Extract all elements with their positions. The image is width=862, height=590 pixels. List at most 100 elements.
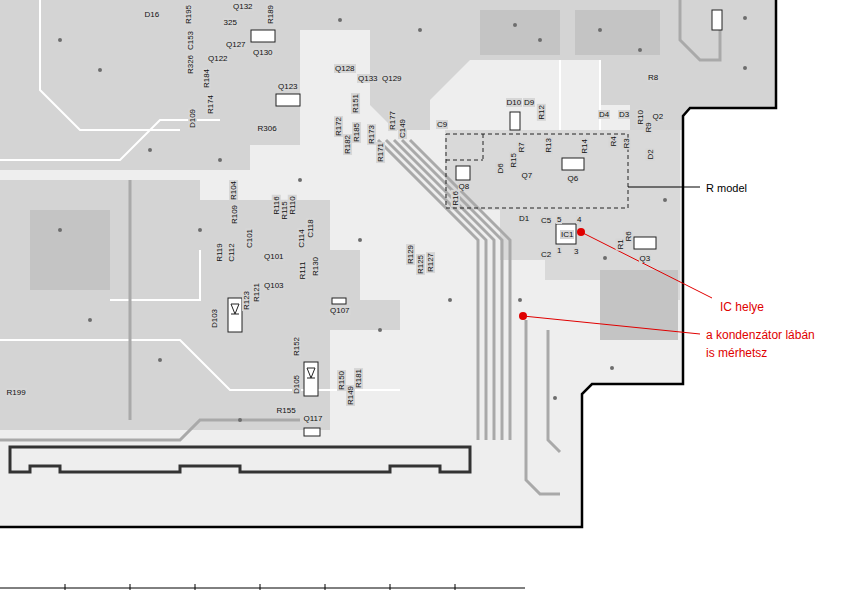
component-ref: R130 bbox=[311, 255, 320, 276]
component-ref: R125 bbox=[416, 253, 425, 274]
transistor-symbol bbox=[456, 166, 470, 180]
pin-number: 3 bbox=[573, 247, 579, 256]
component-ref: R123 bbox=[242, 289, 251, 310]
board-edge bbox=[0, 0, 776, 527]
component-ref: R16 bbox=[450, 190, 459, 207]
component-ref: IC1 bbox=[560, 230, 574, 239]
component-ref: Q103 bbox=[263, 281, 285, 290]
component-ref: D109 bbox=[188, 107, 197, 128]
callout-note: a kondenzátor lábán is mérhetsz bbox=[704, 325, 820, 363]
component-ref: Q107 bbox=[329, 306, 351, 315]
pin-number: 4 bbox=[576, 215, 582, 224]
component-ref: Q123 bbox=[277, 82, 299, 91]
pin-number: 5 bbox=[556, 215, 562, 224]
transistor-symbol bbox=[276, 94, 300, 106]
trace bbox=[548, 330, 560, 452]
variant-frame bbox=[446, 134, 628, 208]
callout-note: IC helye bbox=[718, 297, 766, 317]
component-ref: R7 bbox=[517, 141, 526, 153]
component-ref: Q8 bbox=[458, 182, 471, 191]
component-ref: R177 bbox=[388, 109, 397, 130]
trace bbox=[129, 180, 132, 420]
table-rule bbox=[0, 584, 525, 590]
trace bbox=[394, 140, 494, 440]
edge-connector bbox=[10, 447, 470, 472]
component-ref: Q117 bbox=[303, 414, 324, 423]
trace-gap bbox=[110, 250, 200, 300]
trace bbox=[402, 140, 502, 440]
component-ref: R111 bbox=[298, 260, 307, 280]
component-ref: R172 bbox=[334, 115, 343, 136]
component-ref: Q3 bbox=[639, 254, 652, 263]
trace-bus bbox=[0, 0, 720, 494]
component-ref: C5 bbox=[540, 216, 552, 225]
component-ref: D6 bbox=[496, 162, 505, 174]
ic-outline bbox=[556, 224, 576, 244]
diode-symbol bbox=[712, 10, 722, 30]
component-ref: R195 bbox=[184, 3, 193, 24]
component-ref: Q127 bbox=[225, 40, 247, 49]
transistor-symbol bbox=[634, 237, 656, 249]
component-ref: R173 bbox=[367, 123, 376, 144]
trace-gap bbox=[40, 0, 180, 130]
via-holes bbox=[58, 16, 747, 422]
component-ref: Q132 bbox=[232, 2, 254, 11]
component-ref: R189 bbox=[266, 3, 275, 24]
leader-line bbox=[628, 187, 700, 188]
component-ref: R171 bbox=[376, 141, 385, 162]
component-ref: C112 bbox=[226, 242, 235, 263]
component-ref: Q2 bbox=[652, 112, 665, 121]
board-area bbox=[0, 0, 776, 527]
component-ref: R12 bbox=[536, 104, 545, 121]
component-ref: C153 bbox=[186, 29, 195, 50]
component-ref: R129 bbox=[406, 243, 415, 264]
component-ref: Q122 bbox=[207, 54, 229, 63]
variant-label: R model bbox=[704, 181, 749, 195]
component-ref: D1 bbox=[518, 214, 530, 223]
component-ref: R182 bbox=[343, 133, 352, 154]
component-ref: D16 bbox=[144, 10, 161, 19]
component-ref: R15 bbox=[508, 152, 517, 169]
trace bbox=[386, 140, 486, 440]
trace-gap bbox=[0, 120, 220, 160]
component-ref: Q7 bbox=[521, 171, 534, 180]
component-ref: Q130 bbox=[252, 48, 274, 57]
diode-mark bbox=[231, 304, 315, 378]
component-ref: D9 bbox=[523, 98, 535, 107]
component-ref: R8 bbox=[647, 73, 659, 82]
component-ref: C101 bbox=[245, 227, 254, 248]
component-ref: R181 bbox=[354, 367, 363, 388]
component-ref: R152 bbox=[292, 335, 301, 356]
component-ref: Q133 bbox=[357, 74, 379, 83]
component-ref: R199 bbox=[6, 388, 27, 397]
trace bbox=[378, 140, 478, 440]
component-ref: R185 bbox=[352, 121, 361, 142]
component-ref: R151 bbox=[351, 92, 360, 113]
component-ref: D3 bbox=[618, 110, 630, 119]
component-ref: Q6 bbox=[567, 174, 580, 183]
component-ref: R174 bbox=[206, 93, 215, 114]
component-outlines bbox=[228, 10, 722, 436]
component-ref: R13 bbox=[543, 137, 552, 154]
component-ref: D105 bbox=[292, 373, 301, 394]
component-ref: D10 bbox=[506, 98, 523, 107]
trace-gap bbox=[560, 60, 600, 130]
component-ref: Q129 bbox=[381, 74, 403, 83]
trace bbox=[526, 320, 560, 494]
callout-leader bbox=[523, 232, 712, 334]
component-ref: R110 bbox=[287, 195, 296, 216]
marker-dot bbox=[519, 312, 527, 320]
component-ref: R150 bbox=[337, 369, 346, 390]
component-ref: R104 bbox=[229, 179, 238, 200]
trace bbox=[0, 420, 300, 440]
component-ref: D103 bbox=[210, 307, 219, 328]
component-ref: C118 bbox=[305, 218, 314, 239]
component-ref: R121 bbox=[252, 281, 261, 302]
transistor-symbol bbox=[562, 158, 584, 170]
component-ref: R127 bbox=[426, 251, 435, 272]
transistor-symbol bbox=[304, 428, 320, 436]
component-ref: C2 bbox=[540, 250, 552, 259]
component-ref: R4 bbox=[609, 135, 618, 147]
component-ref: R1 bbox=[616, 238, 625, 250]
